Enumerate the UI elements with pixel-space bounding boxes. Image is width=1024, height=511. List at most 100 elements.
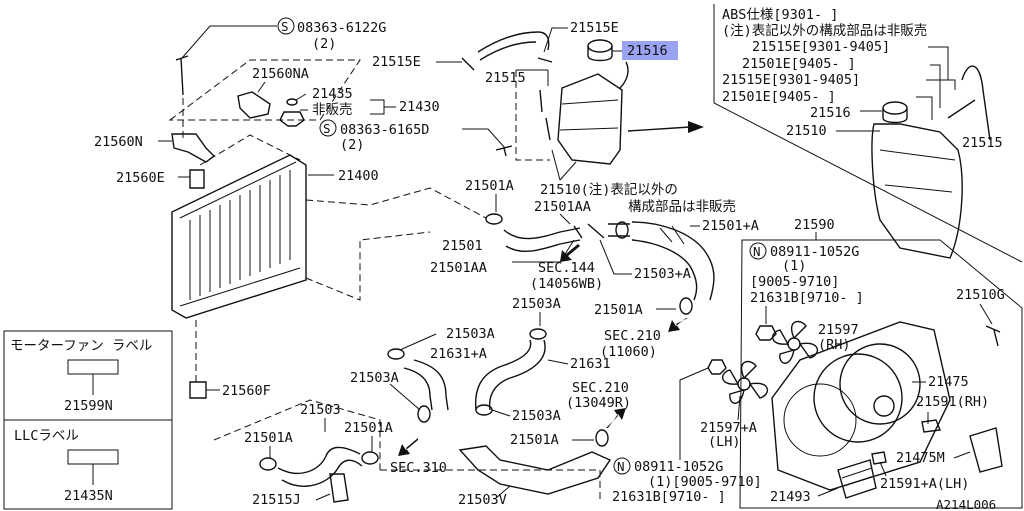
dash-pipe-frame — [380, 469, 601, 500]
motor-21475M-label: 21475M — [896, 450, 945, 466]
bolt-21510G-icon — [985, 325, 1001, 347]
assy-21590-label: 21590 — [794, 217, 835, 233]
motor-21475M-leader — [953, 451, 971, 459]
bolt-08363-6165D-label: 08363-6165D — [340, 122, 429, 138]
s-symbol-text-1: S — [281, 19, 289, 34]
bracket-21560NA-leader — [257, 81, 266, 93]
dash-frame-1 — [168, 59, 361, 121]
hose-21515J-leader — [315, 493, 331, 501]
abs-leaders — [916, 46, 956, 120]
hose-21515E-leader-b — [543, 27, 568, 53]
module-21493-label: 21493 — [770, 489, 811, 505]
module-21493-leader — [817, 487, 839, 497]
abs-title: ABS仕様[9301- ] — [722, 7, 838, 23]
nut1-date: [9005-9710] — [750, 274, 839, 290]
clamp-21501AA-icon — [615, 221, 629, 239]
hose-21515E-label-b: 21515E — [570, 20, 619, 36]
fan-21597-lh-label: (LH) — [708, 434, 741, 450]
radiator-cap-icon — [279, 111, 305, 127]
clamp-21515E-icon — [461, 57, 475, 71]
fan-21597-rh-icon — [772, 320, 819, 364]
hose-21501-top — [503, 227, 581, 240]
pipe-21503V-icon — [458, 445, 612, 495]
llc-label-title: LLCラベル — [14, 428, 79, 444]
nut2-label: 08911-1052G — [634, 459, 723, 475]
clamp-21501A-label-4: 21501A — [344, 420, 393, 436]
abs-pointer-arrowhead — [688, 121, 704, 133]
sec210-b-label: SEC.210 — [572, 380, 629, 396]
mount-21560F-icon — [189, 381, 207, 399]
sec210-a-ref: (11060) — [600, 344, 657, 360]
hose-21501-plus-A-icon — [631, 221, 715, 301]
fan-shroud-ring-1 — [813, 353, 903, 443]
abs-hose-shape — [961, 65, 991, 141]
dash-hose-bottom — [213, 399, 381, 470]
top-left-group: S 08363-6122G (2) 21560NA 21435 非販売 2143… — [94, 17, 513, 189]
sec144-label: SEC.144 — [538, 260, 595, 276]
pipe-21503V-label: 21503V — [458, 492, 507, 508]
bolt-21510G-label: 21510G — [956, 287, 1005, 303]
cap-21435-label: 21435 — [312, 86, 353, 102]
clamp-21501A-icon-5 — [595, 429, 609, 447]
hose-21631-icon — [488, 339, 546, 411]
tank-21510-leaders — [551, 149, 577, 181]
sec210-a-arrow-icon — [668, 318, 688, 332]
abs-cap-icon — [882, 101, 908, 115]
clamp-21501A-icon-2 — [679, 297, 693, 315]
clamp-21503A-leader-2 — [399, 333, 437, 351]
fan-21597-plus-A-label: 21597+A — [700, 420, 757, 436]
hose-21515-icon — [477, 31, 550, 53]
fan-label-rectangle — [67, 359, 119, 375]
hose-21503-label: 21503 — [300, 402, 341, 418]
nut1-alt: 21631B[9710- ] — [750, 290, 864, 306]
bracket-21560NA-label: 21560NA — [252, 66, 309, 82]
hose-21515J-icon — [329, 473, 349, 503]
clamp-21501A-icon-4 — [361, 451, 379, 465]
clamp-21503A-icon-2 — [387, 348, 405, 360]
shroud-21475-label: 21475 — [928, 374, 969, 390]
labels-box: モーターファン ラベル 21599N LLCラベル 21435N — [3, 330, 173, 510]
sec310-arrow-icon — [398, 438, 418, 456]
hose-21515J-label: 21515J — [252, 492, 301, 508]
cap-21435-leaders — [295, 93, 396, 115]
sec144-ref: (14056WB) — [530, 276, 603, 292]
sec210-a-label: SEC.210 — [604, 328, 661, 344]
bracket-21560N-label: 21560N — [94, 134, 143, 150]
fan-lh-leader — [737, 395, 741, 421]
hose-21631-edge — [474, 339, 532, 411]
fan-21597-rh-label: (RH) — [818, 337, 851, 353]
bracket-21560N-icon — [171, 133, 216, 163]
sec144-arrow-icon — [560, 244, 580, 262]
abs-inset: ABS仕様[9301- ] (注)表記以外の構成部品は非販売 21515E[93… — [713, 4, 1023, 263]
hose-21515E-label-a: 21515E — [372, 54, 421, 70]
radiator-21400-label: 21400 — [338, 168, 379, 184]
cap-21435-icon — [286, 98, 298, 106]
clamp-21515E-icon-b — [537, 57, 553, 63]
motor-21591-rh-connector — [921, 419, 941, 433]
radiator: 21400 21560F — [171, 154, 379, 399]
mount-21560F-label: 21560F — [222, 383, 271, 399]
reservoir-bracket — [619, 61, 629, 89]
n-symbol-icon-2 — [613, 457, 631, 475]
tank-21510-note-2: 構成部品は非販売 — [628, 199, 736, 215]
s-symbol-icon-2 — [319, 119, 337, 137]
radiator-tanks — [179, 161, 301, 307]
bracket-21560NA-icon — [237, 91, 271, 119]
bolt-icon-1 — [175, 55, 189, 96]
clamp-21501AA-label-1: 21501AA — [534, 199, 591, 215]
abs-inset-border — [713, 4, 1023, 263]
hose-21503-plus-A-label: 21503+A — [634, 266, 691, 282]
radiator-body — [171, 154, 307, 319]
fan-shroud-ring-3 — [783, 383, 857, 457]
nut1-qty: (1) — [782, 258, 806, 274]
bolt-icon-2 — [495, 145, 513, 157]
clamp-21503A-label-2: 21503A — [446, 326, 495, 342]
tank-21510-note: 21510(注)表記以外の — [540, 181, 678, 198]
abs-line-1: 21515E[9301-9405] — [752, 39, 890, 55]
motor-21591-rh-icon — [873, 395, 895, 417]
hose-21515-edge — [479, 41, 537, 61]
abs-tank-ribs — [879, 149, 956, 193]
abs-reservoir-tank — [871, 123, 963, 259]
hose-21503-plus-A-leader — [599, 239, 632, 275]
